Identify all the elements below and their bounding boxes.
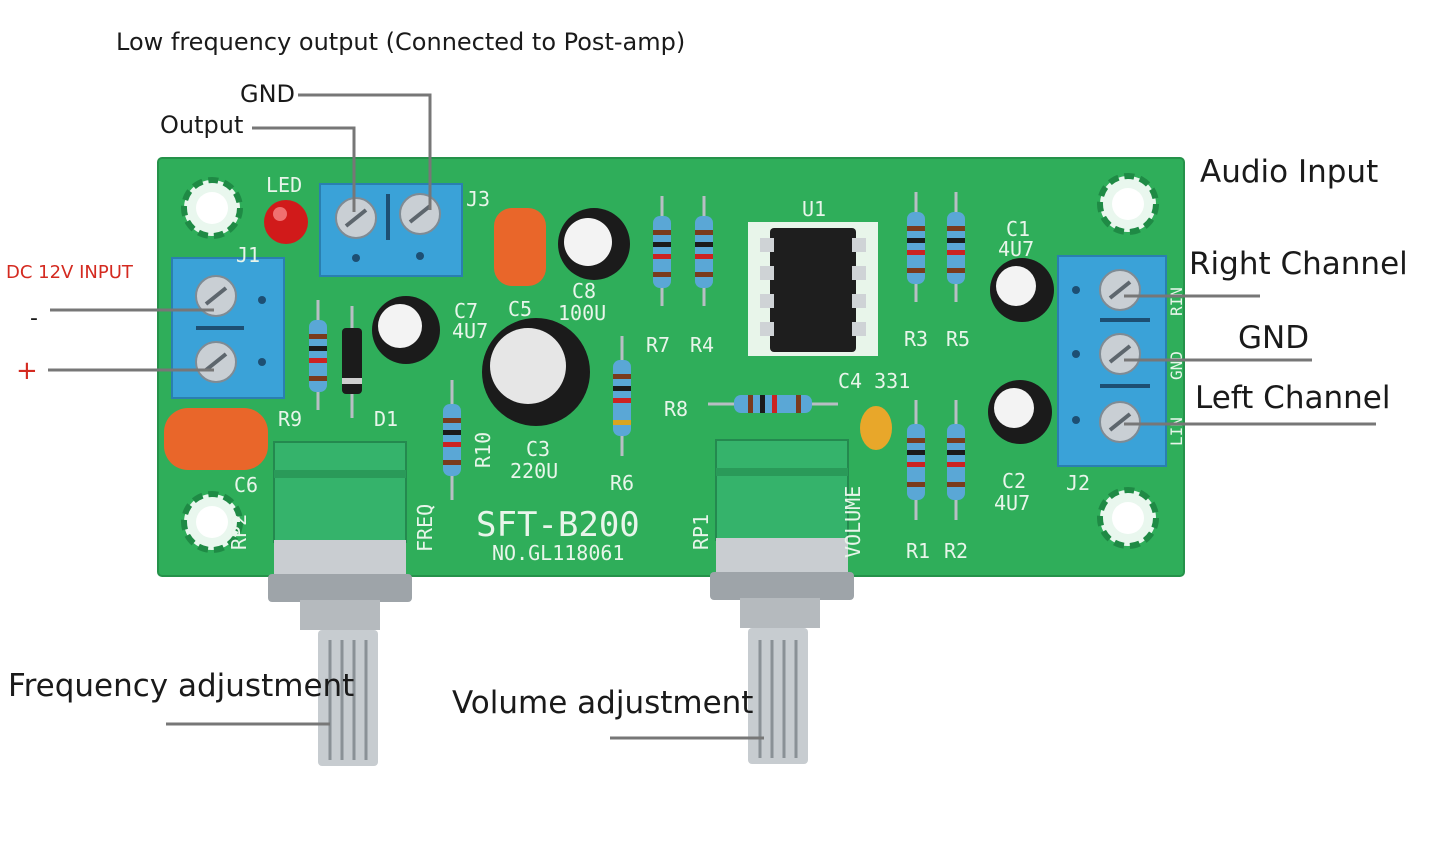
silk-volume: VOLUME (841, 486, 865, 558)
label-minus: - (30, 306, 38, 331)
silk-freq: FREQ (413, 504, 437, 552)
silk-r1: R1 (906, 539, 930, 563)
silk-led: LED (266, 173, 302, 197)
resistors (309, 192, 965, 520)
silk-c2-val: 4U7 (994, 491, 1030, 515)
leader-gnd-top (298, 93, 432, 210)
silk-c1: C1 (1006, 217, 1030, 241)
silk-gnd: GND (1167, 351, 1186, 380)
silk-r7: R7 (646, 333, 670, 357)
silk-c3: C3 (526, 437, 550, 461)
silkscreen: LED J1 J3 U1 C1 4U7 C2 4U7 C3 220U C4 33… (227, 173, 1186, 565)
label-left-channel: Left Channel (1195, 380, 1391, 416)
silk-c6: C6 (234, 473, 258, 497)
label-low-frequency-output: Low frequency output (Connected to Post-… (116, 28, 686, 56)
silk-c7: C7 (454, 299, 478, 323)
mounting-holes (181, 173, 1159, 553)
silk-c8-val: 100U (558, 301, 606, 325)
silk-c8: C8 (572, 279, 596, 303)
terminal-j1 (171, 257, 285, 399)
electrolytic-capacitors (372, 208, 1054, 444)
leader-lines (48, 93, 1376, 740)
label-frequency-adjustment: Frequency adjustment (8, 668, 355, 704)
silk-rp1: RP1 (689, 514, 713, 550)
label-plus: + (16, 356, 38, 386)
potentiometer-rp1 (710, 439, 854, 764)
led (264, 200, 308, 244)
silk-r10: R10 (471, 432, 495, 468)
leader-output (252, 126, 356, 212)
terminal-j3 (319, 183, 463, 277)
silk-c1-val: 4U7 (998, 237, 1034, 261)
film-capacitors (164, 208, 546, 470)
label-gnd-output: GND (240, 80, 296, 108)
silk-r9: R9 (278, 407, 302, 431)
silk-c7-val: 4U7 (452, 319, 488, 343)
silk-r4: R4 (690, 333, 714, 357)
silk-c2: C2 (1002, 469, 1026, 493)
silk-r2: R2 (944, 539, 968, 563)
silk-j1: J1 (236, 243, 260, 267)
silk-rp2: RP2 (227, 514, 251, 550)
silk-r5: R5 (946, 327, 970, 351)
silk-d1: D1 (374, 407, 398, 431)
silk-j3: J3 (466, 187, 490, 211)
label-right-channel: Right Channel (1189, 246, 1408, 282)
silk-lin: LIN (1167, 417, 1186, 446)
silk-r6: R6 (610, 471, 634, 495)
diode-d1 (342, 306, 362, 418)
label-output: Output (160, 111, 244, 139)
silk-r3: R3 (904, 327, 928, 351)
ic-u1 (748, 222, 878, 356)
board-model: SFT-B200 (476, 505, 640, 545)
silk-c3-val: 220U (510, 459, 558, 483)
label-gnd-input: GND (1238, 320, 1310, 356)
potentiometer-rp2 (268, 441, 412, 766)
silk-j2: J2 (1066, 471, 1090, 495)
ceramic-capacitor-c4 (860, 406, 892, 450)
label-dc-input: DC 12V INPUT (6, 262, 133, 283)
silk-r8: R8 (664, 397, 688, 421)
silk-u1: U1 (802, 197, 826, 221)
label-volume-adjustment: Volume adjustment (452, 685, 754, 721)
board-serial: NO.GL118061 (492, 541, 624, 565)
silk-c5: C5 (508, 297, 532, 321)
label-audio-input: Audio Input (1200, 154, 1379, 190)
silk-rin: RIN (1167, 287, 1186, 316)
silk-c4: C4 331 (838, 369, 910, 393)
